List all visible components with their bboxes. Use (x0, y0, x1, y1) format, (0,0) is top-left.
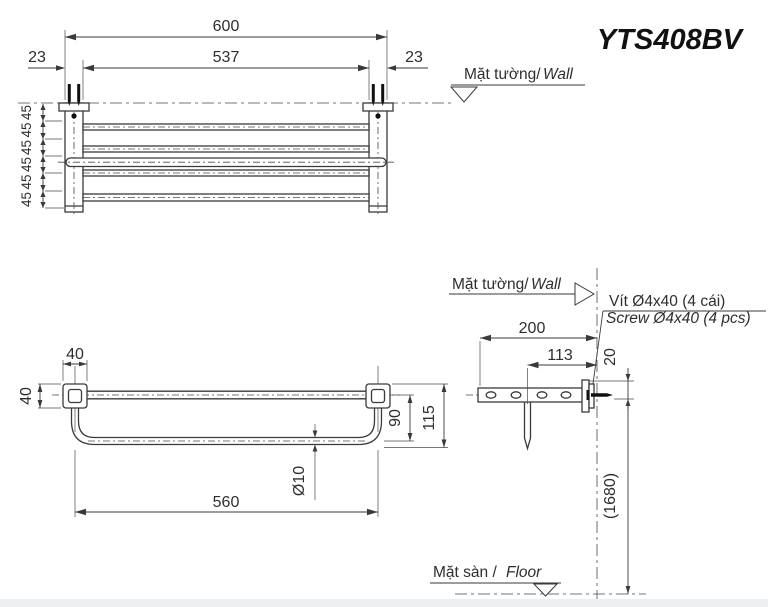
dim-bar-depth: 90 (387, 409, 404, 427)
wall-flange-right-inner (370, 388, 386, 404)
screw-shaft-icon (591, 393, 613, 397)
dim-mounting-height: (1680) (602, 473, 619, 519)
floor-datum-icon (532, 583, 559, 597)
wall-label-side-en: Wall (531, 276, 561, 293)
dim-bar-spacing-4: 45 (19, 157, 34, 172)
screw-head-left-icon (71, 113, 77, 119)
bar-section-4 (560, 391, 572, 399)
wall-datum-icon (449, 86, 479, 103)
dim-bar-spacing-2: 45 (19, 122, 34, 137)
dim-overall-depth: 115 (421, 405, 438, 431)
dim-bar-spacing-3: 45 (19, 140, 34, 155)
u-bar-outer-edge (70, 408, 383, 446)
wall-datum-right-icon (574, 282, 595, 306)
screw-head-side-icon (586, 390, 590, 400)
dim-end-offset-left: 23 (28, 49, 46, 66)
flange-right (362, 102, 394, 112)
wall-flange-left-inner (67, 388, 83, 404)
floor-label-en: Floor (506, 564, 542, 581)
bar-section-1 (485, 391, 497, 399)
dim-flange-height: 40 (18, 387, 35, 405)
dim-bar-diameter: Ø10 (291, 466, 308, 496)
screw-note-leader (591, 310, 604, 392)
side-view: Mặt tường/ Wall Vít Ø4x40 (4 cái) Screw … (430, 268, 766, 599)
dim-shelf-depth: 200 (519, 320, 546, 337)
product-code-title: YTS408BV (597, 24, 745, 56)
dim-mount-span: 537 (213, 49, 240, 66)
flange-left (58, 102, 90, 112)
floor-label-vi: Mặt sàn / (433, 564, 497, 581)
dim-bar-length: 560 (213, 494, 240, 511)
dim-flange-width: 40 (66, 346, 84, 363)
screw-head-right-icon (375, 113, 381, 119)
screw-note-vi: Vít Ø4x40 (4 cái) (609, 293, 725, 310)
wall-label-side-vi: Mặt tường/ (452, 276, 529, 293)
front-elevation-view: Mặt tường/ Wall 600 537 23 23 45 45 45 4… (18, 18, 585, 215)
bottom-strip (0, 599, 768, 607)
u-bar-inner-edge (77, 408, 376, 439)
wall-label-en: Wall (543, 66, 573, 83)
dim-bar-spacing-1: 45 (19, 105, 34, 120)
dim-bar-spacing-6: 45 (19, 192, 34, 207)
bar-section-3 (536, 391, 548, 399)
dim-bar-spacing-5: 45 (19, 174, 34, 189)
dim-overall-width: 600 (213, 18, 240, 35)
wall-label-vi: Mặt tường/ (464, 66, 541, 83)
plan-view: 40 40 560 Ø10 90 115 (18, 346, 448, 517)
dim-screw-offset: 20 (602, 348, 619, 366)
towel-bar-drop (523, 402, 532, 451)
dim-hanger-offset: 113 (547, 347, 573, 364)
dim-end-offset-right: 23 (405, 49, 423, 66)
shelf-arm (477, 387, 587, 403)
side-arrowheads (480, 334, 631, 594)
bar-section-2 (510, 391, 522, 399)
screw-note-en: Screw Ø4x40 (4 pcs) (606, 310, 751, 327)
